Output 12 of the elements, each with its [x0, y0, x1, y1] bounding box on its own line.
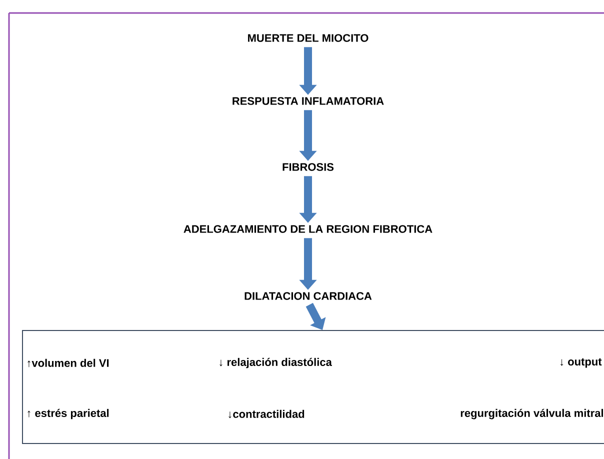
block-arrow — [306, 302, 326, 330]
effect-text: ↑ estrés parietal — [28, 408, 109, 420]
effect-text: ↓ relajación diastólica — [220, 358, 332, 368]
effect-text: ↑volumen del VI — [28, 358, 109, 368]
step-text: MUERTE DEL MIOCITO — [248, 34, 368, 42]
step-text: RESPUESTA INFLAMATORIA — [232, 97, 384, 105]
step-text: DILATACION CARDIACA — [244, 292, 372, 300]
effect-text: regurgitación válvula mitral — [460, 408, 604, 420]
step-text: ADELGAZAMIENTO DE LA REGION FIBROTICA — [184, 225, 432, 233]
effect-text: ↓ output — [560, 358, 602, 368]
effect-text: ↓contractilidad — [228, 410, 304, 418]
step-text: FIBROSIS — [282, 163, 334, 171]
